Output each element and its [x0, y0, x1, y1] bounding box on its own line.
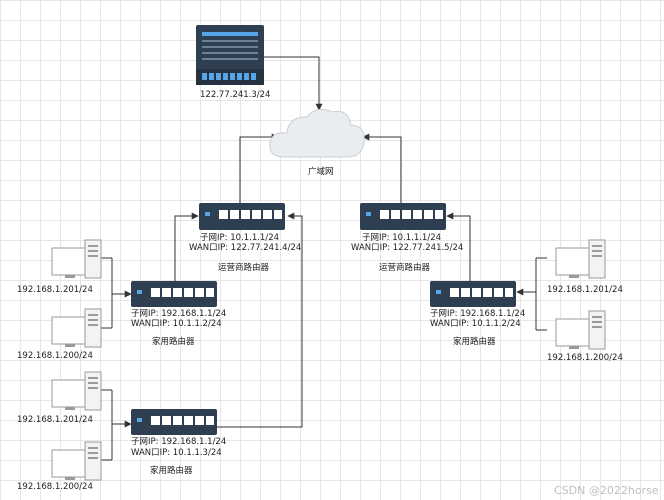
isp-router-left-icon: [199, 203, 285, 230]
host-computer-2-ip: 192.168.1.200/24: [17, 351, 93, 361]
home-router-1-to-isp-left-link: [174, 212, 199, 281]
host-computer-5-ip: 192.168.1.201/24: [547, 285, 623, 295]
host-computer-1-icon: [51, 239, 102, 279]
home-router-2-to-isp-left-link: [216, 212, 303, 428]
isp-router-right-name: 运营商路由器: [379, 262, 431, 273]
home-router-1-subnet-ip: 子网IP: 192.168.1.1/24: [131, 309, 226, 319]
cloud-icon: [269, 108, 365, 158]
home-router-2-name: 家用路由器: [150, 465, 193, 476]
watermark: CSDN @2022horse: [554, 484, 659, 497]
server-ip-label: 122.77.241.3/24: [200, 90, 270, 100]
isp-router-right-to-cloud-link: [362, 133, 402, 203]
host-computer-2-icon: [51, 308, 102, 348]
home-router-3-subnet-ip: 子网IP: 192.168.1.1/24: [430, 309, 525, 319]
host-computer-4-ip: 192.168.1.200/24: [17, 482, 93, 492]
home-router-2-wan-ip: WAN口IP: 10.1.1.3/24: [131, 448, 222, 458]
home-router-3-to-isp-right-link: [446, 212, 471, 281]
server-to-cloud-link: [263, 56, 323, 111]
isp-router-left-name: 运营商路由器: [218, 262, 270, 273]
host-computer-3-ip: 192.168.1.201/24: [17, 415, 93, 425]
host-computer-6-ip: 192.168.1.200/24: [547, 353, 623, 363]
isp-router-left-subnet-ip: 子网IP: 10.1.1.1/24: [200, 233, 279, 243]
host-computer-6-icon: [555, 310, 606, 350]
isp-router-right-wan-ip: WAN口IP: 122.77.241.5/24: [351, 243, 463, 253]
host-computer-1-ip: 192.168.1.201/24: [17, 285, 93, 295]
isp-router-right-subnet-ip: 子网IP: 10.1.1.1/24: [362, 233, 441, 243]
home-router-1-name: 家用路由器: [152, 336, 195, 347]
home-router-2-subnet-ip: 子网IP: 192.168.1.1/24: [131, 437, 226, 447]
home-router-2-icon: [131, 409, 217, 435]
host-computer-3-icon: [51, 371, 102, 411]
isp-router-left-wan-ip: WAN口IP: 122.77.241.4/24: [189, 243, 301, 253]
connection-lines: [101, 56, 547, 461]
home-router-3-name: 家用路由器: [453, 336, 496, 347]
home-router-3-wan-ip: WAN口IP: 10.1.1.2/24: [430, 319, 521, 329]
isp-router-left-to-cloud-link: [239, 133, 279, 203]
home-router-1-icon: [131, 281, 217, 307]
server-icon: [196, 25, 264, 85]
host-computer-4-icon: [51, 441, 102, 481]
host-computer-5-icon: [555, 239, 606, 279]
home-router-3-icon: [430, 281, 516, 307]
home-router-1-wan-ip: WAN口IP: 10.1.1.2/24: [131, 319, 222, 329]
cloud-label: 广域网: [308, 166, 334, 177]
isp-router-right-icon: [360, 203, 446, 230]
